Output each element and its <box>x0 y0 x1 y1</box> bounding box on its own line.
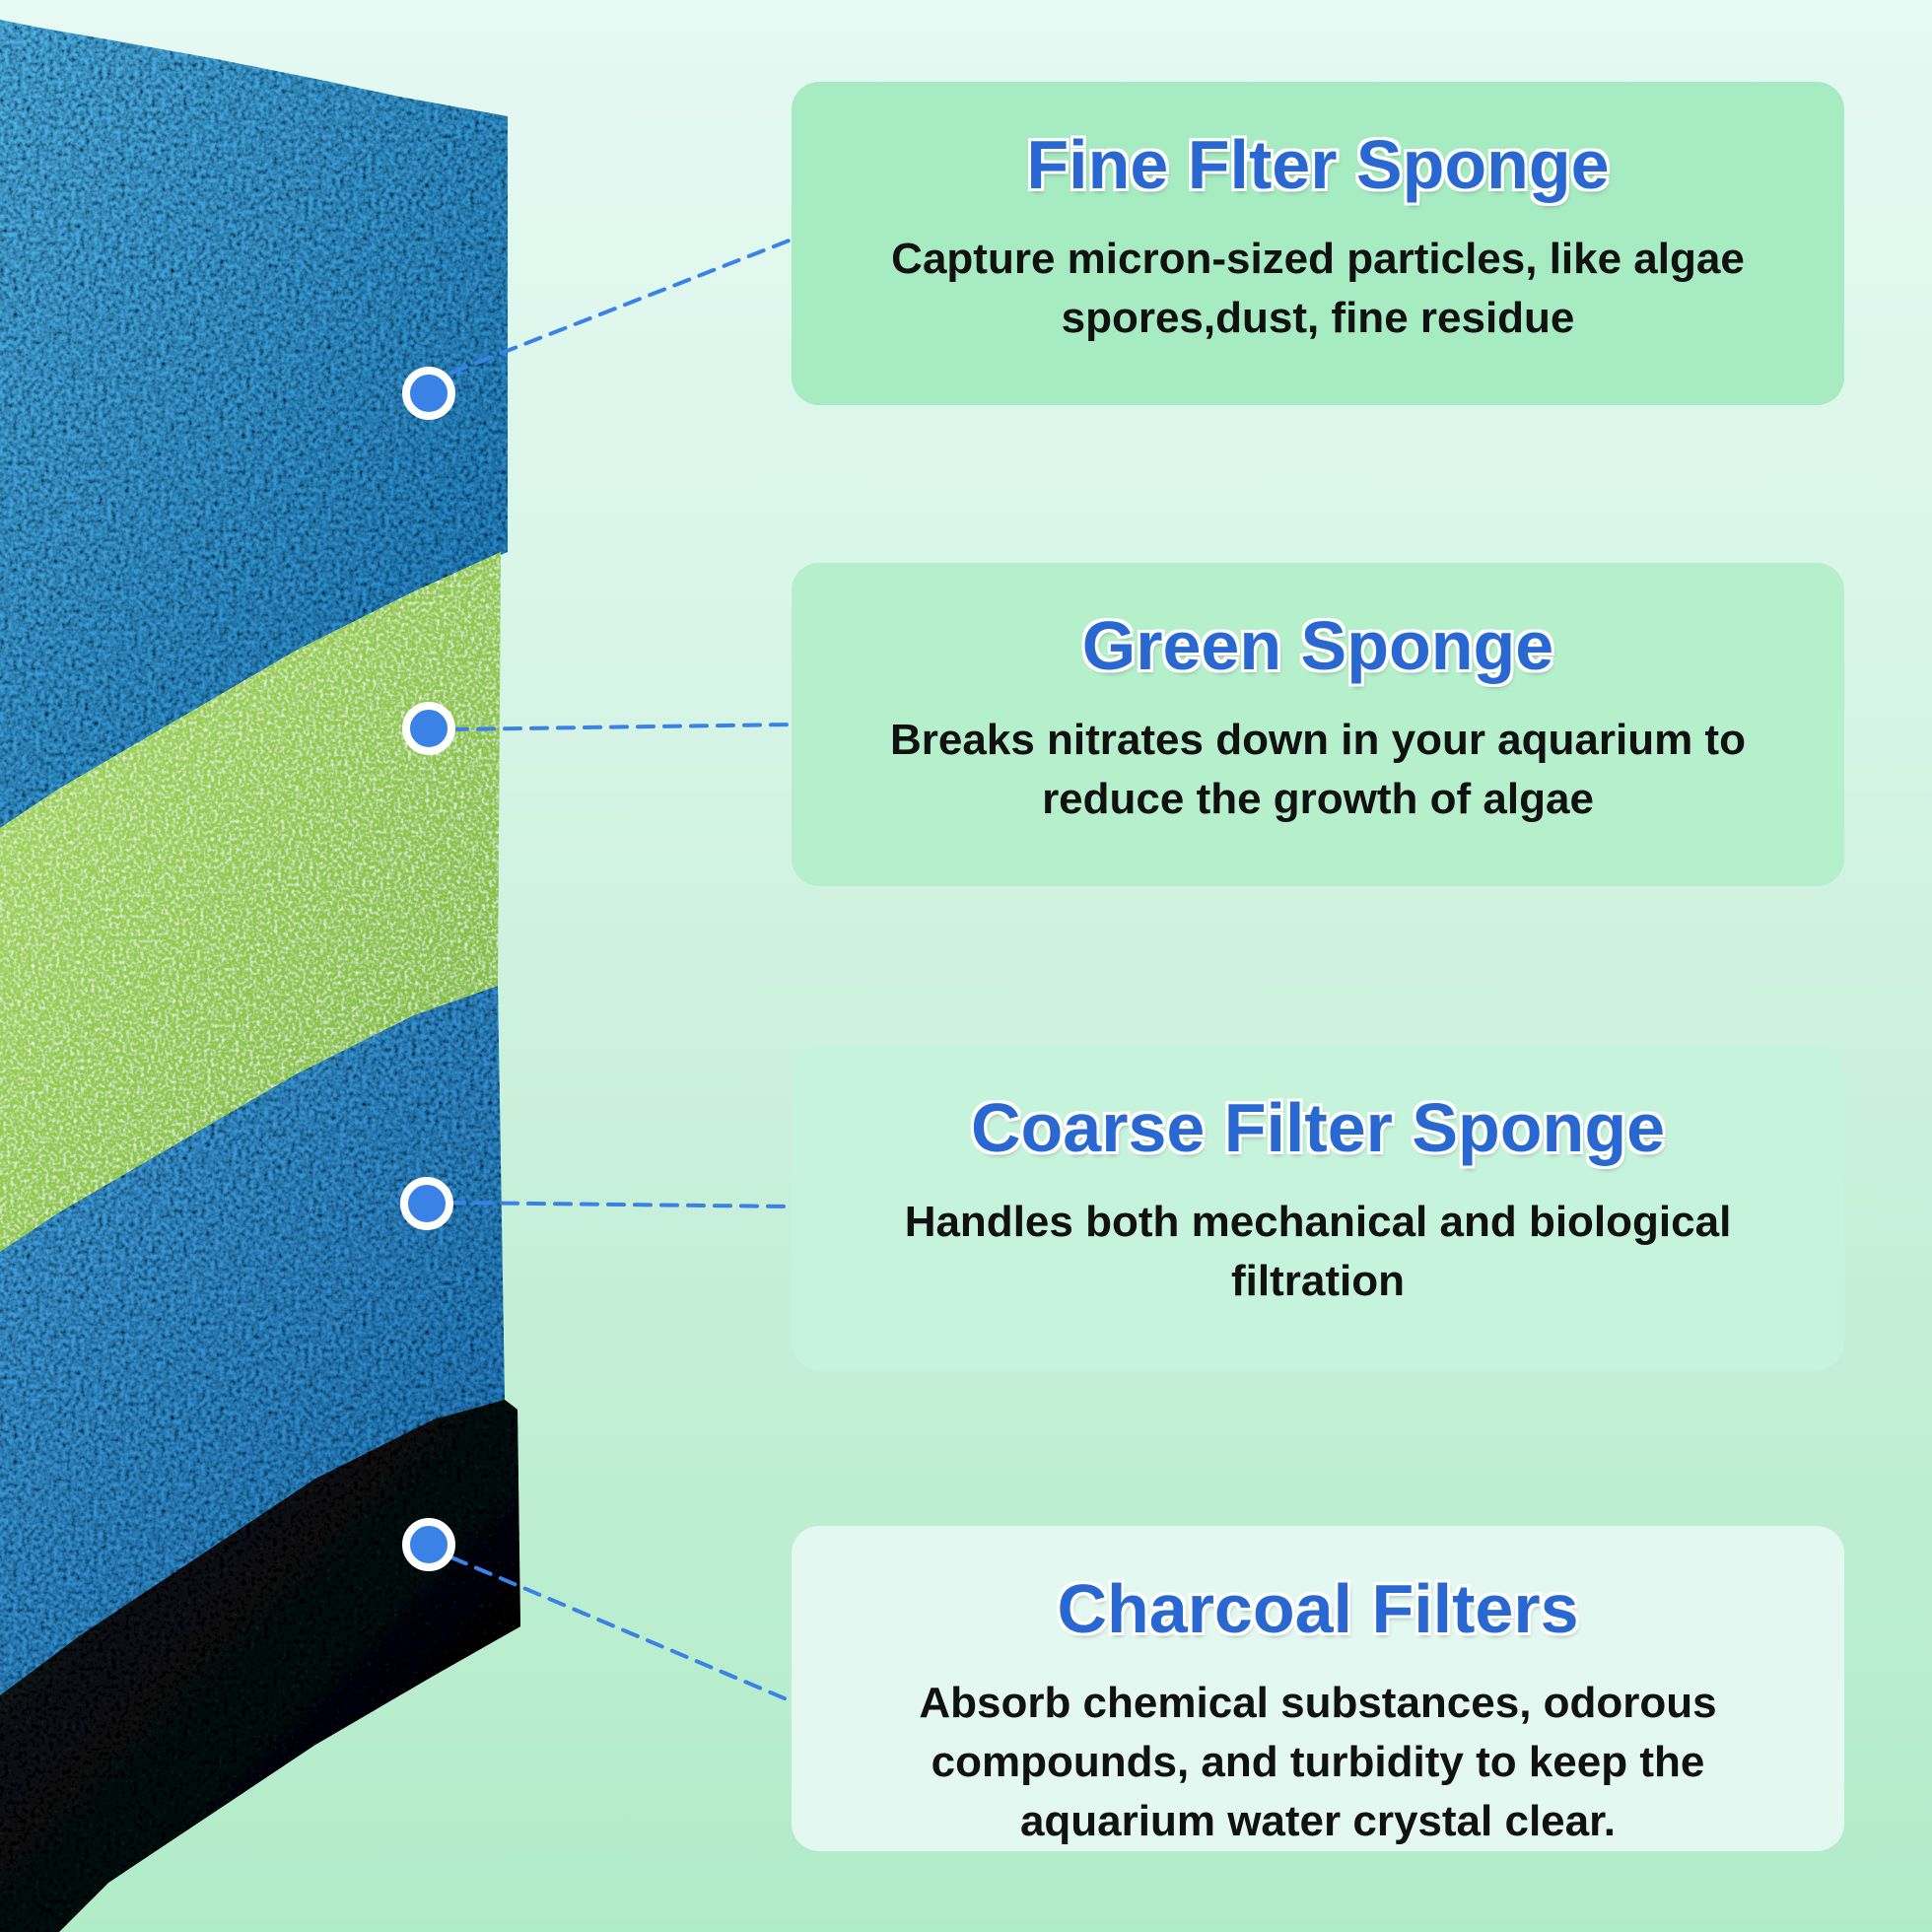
marker-dots <box>400 367 455 1571</box>
connector-line-charcoal <box>449 1555 794 1703</box>
card-description: Breaks nitrates down in your aquarium to… <box>890 716 1746 823</box>
marker-dot-coarse <box>400 1177 453 1230</box>
callout-card-green-sponge: Green Sponge Breaks nitrates down in you… <box>792 563 1844 886</box>
connector-lines <box>447 238 794 1703</box>
connector-line-fine <box>449 238 794 375</box>
card-description: Handles both mechanical and biological f… <box>904 1198 1732 1305</box>
coarse-filter-sponge-layer <box>0 986 505 1695</box>
fine-filter-sponge-layer <box>0 20 508 828</box>
callout-card-coarse-filter-sponge: Coarse Filter Sponge Handles both mechan… <box>792 1045 1844 1370</box>
card-title: Coarse Filter Sponge <box>970 1089 1666 1166</box>
card-title: Charcoal Filters <box>1057 1570 1579 1647</box>
card-title: Fine Flter Sponge <box>1026 126 1610 203</box>
callout-card-fine-filter-sponge: Fine Flter Sponge Capture micron-sized p… <box>792 82 1844 405</box>
marker-dot-green <box>402 702 455 755</box>
marker-dot-charcoal <box>402 1518 455 1571</box>
marker-dot-fine <box>402 367 455 420</box>
card-description: Absorb chemical substances, odorous comp… <box>919 1679 1717 1845</box>
green-sponge-layer <box>0 552 501 1252</box>
connector-line-green <box>449 723 794 731</box>
card-title: Green Sponge <box>1081 607 1554 684</box>
charcoal-filter-layer <box>0 1400 520 1932</box>
connector-line-coarse <box>447 1201 794 1208</box>
card-description: Capture micron-sized particles, like alg… <box>891 235 1745 342</box>
callout-card-charcoal-filters: Charcoal Filters Absorb chemical substan… <box>792 1526 1844 1851</box>
